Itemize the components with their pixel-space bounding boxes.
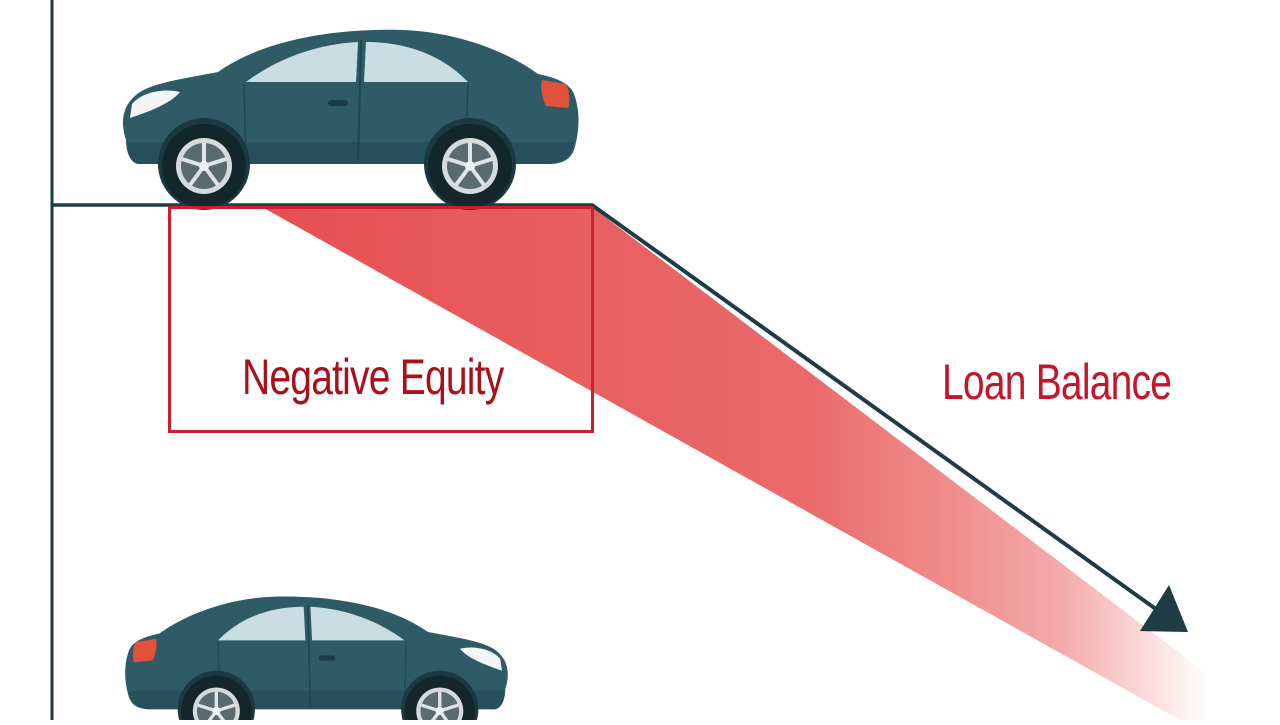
loan-balance-label: Loan Balance (942, 354, 1172, 410)
bottom-car-icon (123, 594, 510, 725)
negative-equity-box (168, 206, 594, 433)
arrow-head-icon (1140, 585, 1188, 632)
top-car-icon (120, 27, 581, 213)
negative-equity-label: Negative Equity (242, 349, 504, 405)
depreciation-wedge (262, 207, 1240, 720)
loan-balance-arrow-line (590, 203, 1162, 614)
